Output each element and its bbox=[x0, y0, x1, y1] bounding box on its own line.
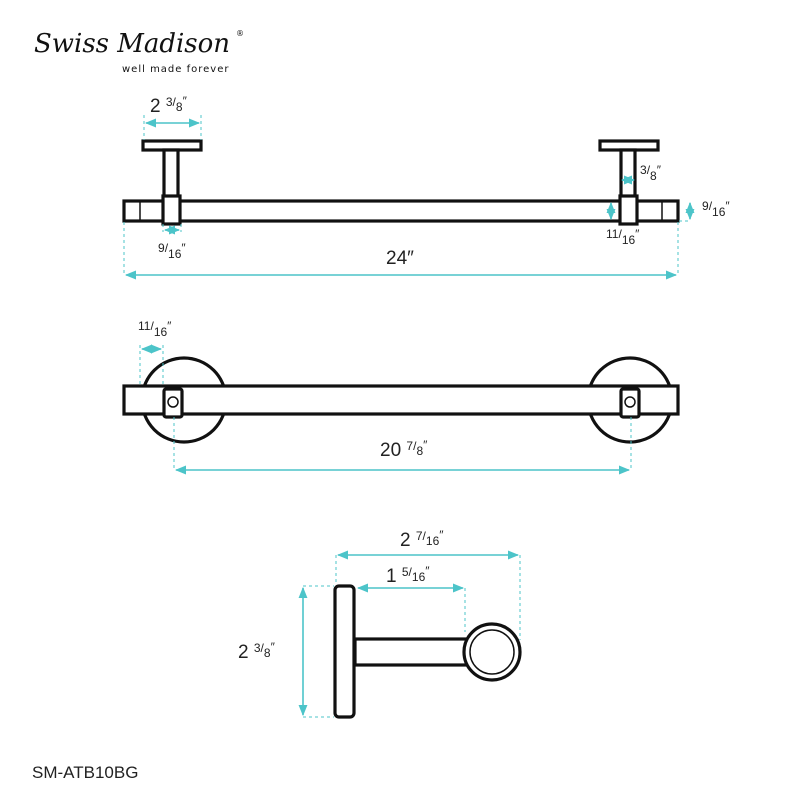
wall-plate bbox=[333, 584, 356, 719]
label-plate-height: 2 3/8″ bbox=[238, 640, 276, 663]
side-view: 2 7/16″ 1 5/16″ 2 3/8″ bbox=[238, 528, 522, 719]
front-view: 2 3/8″ 3/8″ 9/16″ 11/16″ 9/16″ 24″ bbox=[122, 94, 730, 280]
label-projection: 2 7/16″ bbox=[400, 528, 444, 551]
registered-mark: ® bbox=[236, 29, 244, 38]
towel-bar-top bbox=[122, 384, 680, 416]
label-post-width: 3/8″ bbox=[640, 163, 662, 183]
label-flange-width: 2 3/8″ bbox=[150, 94, 188, 117]
label-center-spacing: 20 7/8″ bbox=[380, 438, 428, 461]
label-arm-length: 1 5/16″ bbox=[386, 564, 430, 587]
brand-tagline: well made forever bbox=[122, 64, 229, 75]
right-collar bbox=[618, 194, 639, 226]
bar-end-inner bbox=[469, 629, 515, 675]
support-arm bbox=[353, 637, 472, 667]
top-view: 11/16″ 20 7/8″ bbox=[122, 319, 680, 475]
towel-bar bbox=[122, 199, 680, 223]
left-set-screw bbox=[167, 396, 179, 408]
label-end-overhang: 11/16″ bbox=[138, 319, 172, 339]
right-set-screw bbox=[624, 396, 636, 408]
brand-name: Swiss Madison bbox=[34, 29, 230, 59]
label-overall-length: 24″ bbox=[386, 248, 414, 269]
label-collar-width: 9/16″ bbox=[158, 241, 186, 261]
bar-end-ring bbox=[462, 622, 522, 682]
brand-logo: Swiss Madison well made forever ® bbox=[34, 29, 244, 75]
left-post bbox=[162, 148, 180, 202]
model-number: SM-ATB10BG bbox=[32, 763, 138, 782]
label-collar-height: 11/16″ bbox=[606, 227, 640, 247]
left-collar-top bbox=[162, 387, 184, 419]
left-collar bbox=[161, 194, 182, 226]
right-post bbox=[619, 148, 637, 202]
right-collar-top bbox=[619, 387, 641, 419]
label-bar-height: 9/16″ bbox=[702, 199, 730, 219]
